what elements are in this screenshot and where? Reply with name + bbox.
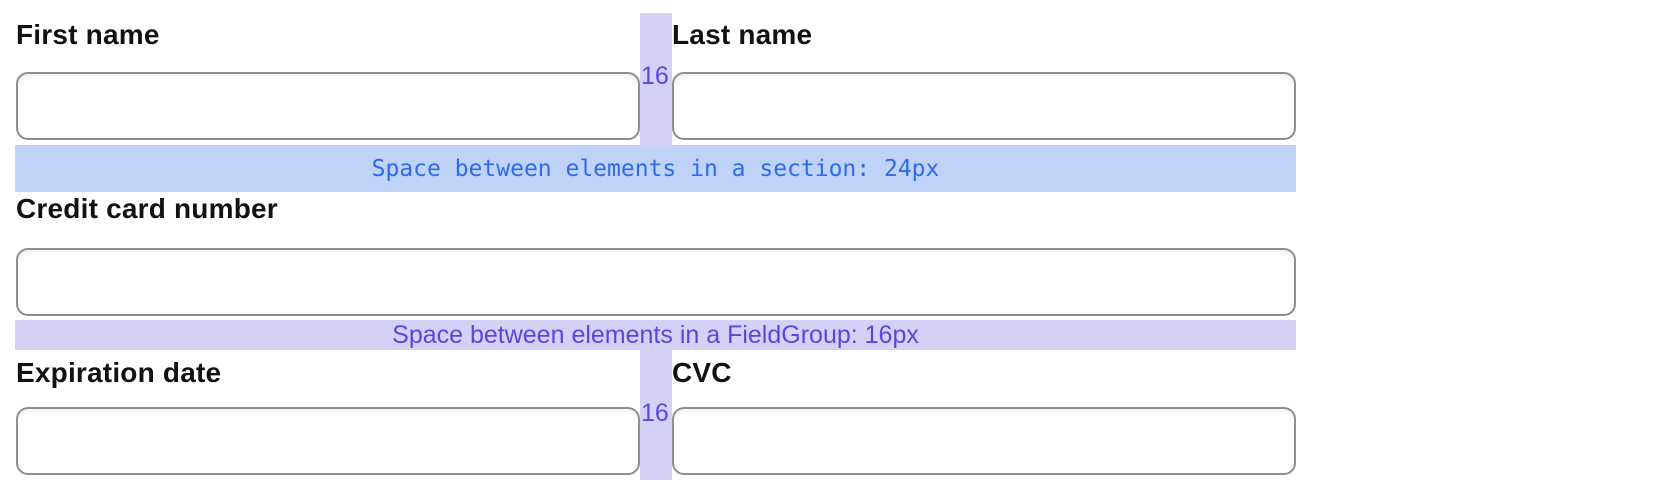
section-spacing-band: Space between elements in a section: 24p… — [15, 145, 1296, 192]
card-number-field-group: Credit card number — [16, 192, 1296, 316]
spacing-demo-page: First name 16 Last name Space between el… — [15, 13, 1296, 480]
fieldgroup-spacing-band-text: Space between elements in a FieldGroup: … — [392, 320, 919, 349]
cvc-field-group: CVC — [672, 350, 1296, 480]
horizontal-gap-highlight: 16 — [640, 350, 672, 480]
first-name-field-group: First name — [16, 13, 640, 145]
last-name-label: Last name — [672, 19, 813, 50]
cvc-input[interactable] — [672, 407, 1296, 475]
first-name-input[interactable] — [16, 72, 640, 140]
expiration-label: Expiration date — [16, 357, 222, 388]
last-name-input[interactable] — [672, 72, 1296, 140]
name-fields-row: First name 16 Last name — [16, 13, 1296, 145]
first-name-label: First name — [16, 19, 160, 50]
expiration-cvc-row: Expiration date 16 CVC — [16, 350, 1296, 480]
expiration-field-group: Expiration date — [16, 350, 640, 480]
fieldgroup-spacing-band: Space between elements in a FieldGroup: … — [15, 320, 1296, 350]
last-name-field-group: Last name — [672, 13, 1296, 145]
card-number-label: Credit card number — [16, 193, 278, 224]
horizontal-gap-highlight: 16 — [640, 13, 672, 145]
card-number-input[interactable] — [16, 248, 1296, 316]
gap-size-label: 16 — [641, 62, 669, 90]
section-spacing-band-text: Space between elements in a section: 24p… — [371, 155, 940, 182]
cvc-label: CVC — [672, 357, 732, 388]
expiration-input[interactable] — [16, 407, 640, 475]
gap-size-label: 16 — [641, 399, 669, 427]
